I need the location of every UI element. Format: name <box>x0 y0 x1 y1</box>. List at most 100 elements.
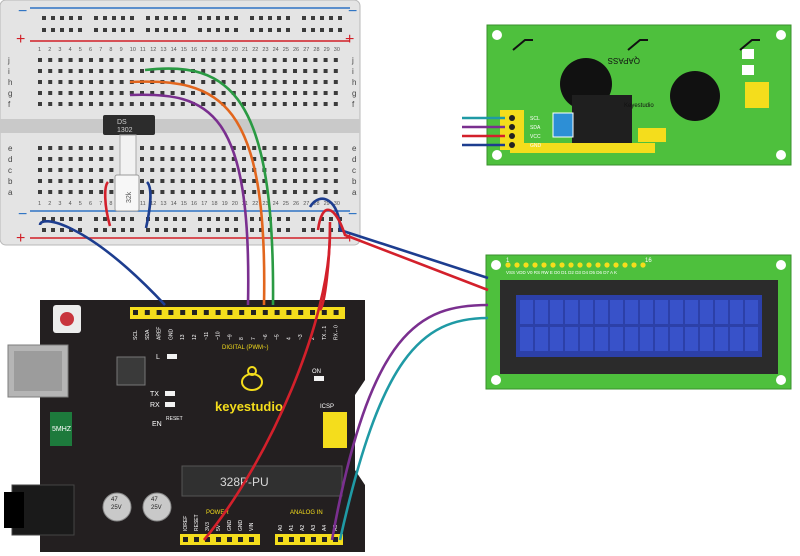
breadboard-hole[interactable] <box>323 146 328 150</box>
lcd-pin-hole[interactable] <box>586 262 592 268</box>
icsp-header[interactable] <box>323 412 347 448</box>
breadboard-hole[interactable] <box>150 190 155 194</box>
rail-hole[interactable] <box>42 16 46 20</box>
header-pin[interactable] <box>144 310 150 315</box>
breadboard-hole[interactable] <box>150 146 155 150</box>
backlight-jumper[interactable] <box>638 128 666 142</box>
breadboard-hole[interactable] <box>293 190 297 194</box>
header-pin[interactable] <box>227 310 233 315</box>
breadboard-hole[interactable] <box>68 146 73 150</box>
breadboard-hole[interactable] <box>99 102 104 106</box>
breadboard-hole[interactable] <box>180 179 185 183</box>
header-pin[interactable] <box>300 537 305 542</box>
rail-hole[interactable] <box>198 217 202 221</box>
rail-hole[interactable] <box>225 217 229 221</box>
rail-hole[interactable] <box>155 228 159 232</box>
breadboard-hole[interactable] <box>170 157 175 161</box>
breadboard-hole[interactable] <box>78 179 83 183</box>
breadboard-hole[interactable] <box>262 69 267 73</box>
header-pin[interactable] <box>278 537 283 542</box>
header-pin[interactable] <box>227 537 232 542</box>
breadboard-hole[interactable] <box>231 146 236 150</box>
rail-hole[interactable] <box>320 217 324 221</box>
lcd-pin-hole[interactable] <box>541 262 547 268</box>
breadboard-hole[interactable] <box>221 80 226 84</box>
breadboard-hole[interactable] <box>170 69 175 73</box>
breadboard-hole[interactable] <box>170 190 175 194</box>
rail-hole[interactable] <box>338 16 342 20</box>
breadboard-hole[interactable] <box>221 91 226 95</box>
breadboard-hole[interactable] <box>242 69 246 73</box>
breadboard-hole[interactable] <box>180 157 185 161</box>
rail-hole[interactable] <box>198 228 202 232</box>
header-pin[interactable] <box>183 537 188 542</box>
lcd-pin-hole[interactable] <box>595 262 601 268</box>
breadboard-hole[interactable] <box>272 58 277 62</box>
breadboard-hole[interactable] <box>282 157 287 161</box>
breadboard-hole[interactable] <box>231 190 236 194</box>
rail-hole[interactable] <box>121 228 125 232</box>
breadboard-hole[interactable] <box>323 190 328 194</box>
breadboard-hole[interactable] <box>201 179 206 183</box>
breadboard-hole[interactable] <box>221 190 226 194</box>
breadboard-hole[interactable] <box>333 146 338 150</box>
breadboard-hole[interactable] <box>160 190 165 194</box>
header-pin[interactable] <box>251 310 256 315</box>
breadboard-hole[interactable] <box>313 58 318 62</box>
breadboard-hole[interactable] <box>313 146 318 150</box>
breadboard-hole[interactable] <box>293 80 297 84</box>
rail-hole[interactable] <box>42 28 46 32</box>
breadboard-hole[interactable] <box>109 190 114 194</box>
breadboard-hole[interactable] <box>140 179 144 183</box>
breadboard-hole[interactable] <box>58 102 63 106</box>
breadboard-hole[interactable] <box>180 58 185 62</box>
rail-hole[interactable] <box>164 16 168 20</box>
breadboard-hole[interactable] <box>333 190 338 194</box>
breadboard-hole[interactable] <box>282 102 287 106</box>
lcd-pin-hole[interactable] <box>523 262 529 268</box>
breadboard-hole[interactable] <box>150 157 155 161</box>
breadboard-hole[interactable] <box>99 179 104 183</box>
breadboard-hole[interactable] <box>231 80 236 84</box>
breadboard-hole[interactable] <box>160 179 165 183</box>
breadboard-hole[interactable] <box>201 146 206 150</box>
rail-hole[interactable] <box>69 28 73 32</box>
breadboard-hole[interactable] <box>99 157 104 161</box>
rail-hole[interactable] <box>216 228 220 232</box>
header-pin[interactable] <box>249 537 254 542</box>
backpack-pin[interactable] <box>509 142 515 148</box>
breadboard-hole[interactable] <box>58 168 63 172</box>
breadboard-hole[interactable] <box>201 69 206 73</box>
rail-hole[interactable] <box>112 28 116 32</box>
rail-hole[interactable] <box>329 28 333 32</box>
breadboard-hole[interactable] <box>89 91 93 95</box>
breadboard-hole[interactable] <box>78 80 83 84</box>
header-pin[interactable] <box>321 310 327 315</box>
breadboard-hole[interactable] <box>303 91 308 95</box>
breadboard-hole[interactable] <box>140 69 144 73</box>
rail-hole[interactable] <box>216 217 220 221</box>
breadboard-hole[interactable] <box>231 157 236 161</box>
breadboard-hole[interactable] <box>68 179 73 183</box>
rail-hole[interactable] <box>302 217 306 221</box>
breadboard-hole[interactable] <box>231 58 236 62</box>
backpack-pin[interactable] <box>509 115 515 121</box>
breadboard-hole[interactable] <box>211 58 216 62</box>
breadboard-hole[interactable] <box>303 179 308 183</box>
breadboard-hole[interactable] <box>78 102 83 106</box>
breadboard-hole[interactable] <box>303 190 308 194</box>
breadboard-hole[interactable] <box>221 168 226 172</box>
breadboard-hole[interactable] <box>191 179 195 183</box>
breadboard-hole[interactable] <box>99 168 104 172</box>
breadboard-hole[interactable] <box>99 58 104 62</box>
breadboard-hole[interactable] <box>293 146 297 150</box>
breadboard-hole[interactable] <box>180 69 185 73</box>
breadboard-hole[interactable] <box>201 102 206 106</box>
breadboard-hole[interactable] <box>78 91 83 95</box>
rail-hole[interactable] <box>103 228 107 232</box>
lcd-pin-hole[interactable] <box>559 262 565 268</box>
breadboard-hole[interactable] <box>129 58 134 62</box>
breadboard-hole[interactable] <box>89 190 93 194</box>
rail-hole[interactable] <box>103 16 107 20</box>
rail-hole[interactable] <box>121 217 125 221</box>
